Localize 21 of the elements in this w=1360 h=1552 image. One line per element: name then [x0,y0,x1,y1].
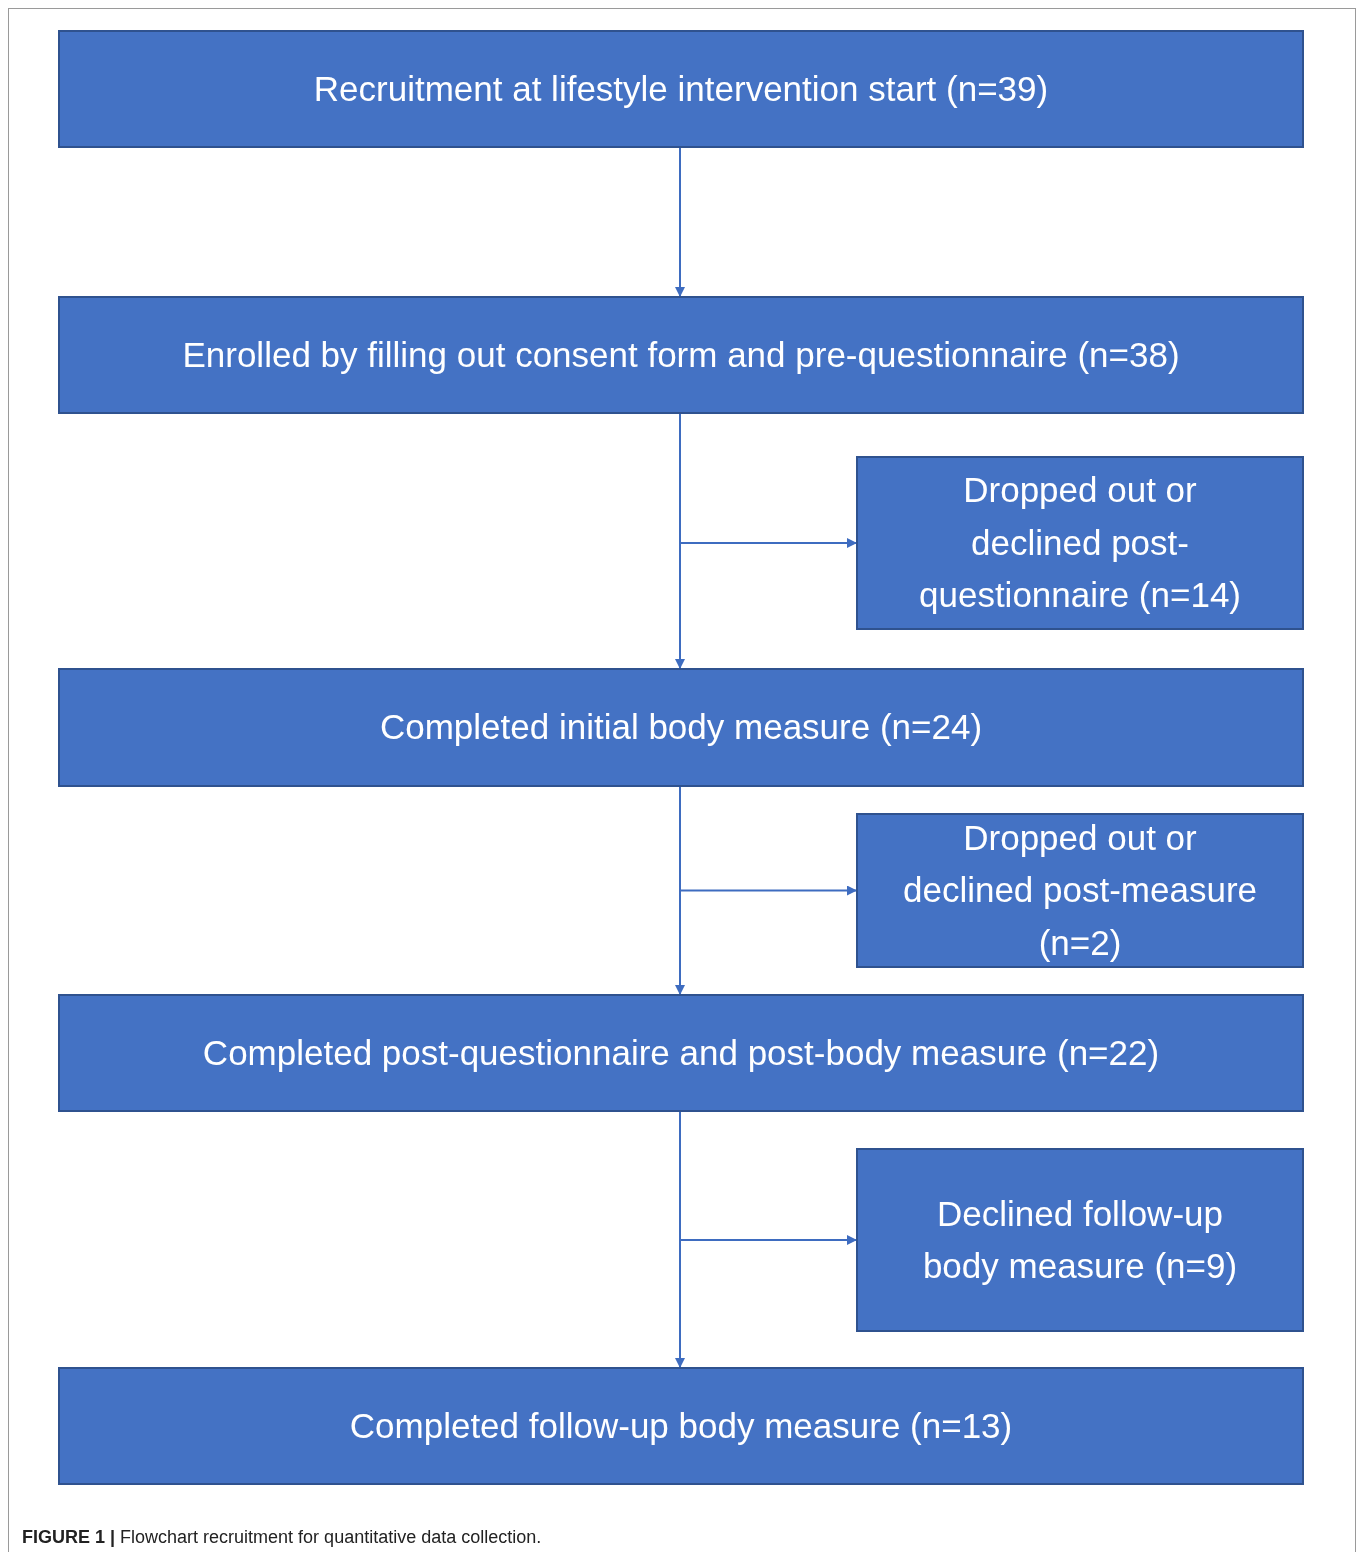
box-label: Completed initial body measure (n=24) [379,706,983,749]
process-box [856,1148,1304,1332]
process-box [58,668,1304,787]
figure-caption: FIGURE 1 | Flowchart recruitment for quantitative data collection. [22,1526,542,1549]
box-label: Enrolled by filling out consent form and pre-questionnaire (n=38) [182,333,1180,376]
process-box [58,30,1304,148]
process-box [856,456,1304,630]
process-box [856,813,1304,968]
box-label: Dropped out or declined post-measure (n=2) [901,816,1259,964]
arrow [679,413,857,548]
box-label: Completed follow-up body measure (n=13) [349,1404,1013,1447]
arrow [679,786,857,896]
box-label: Declined follow-up body measure (n=9) [921,1192,1239,1287]
process-box [58,1367,1304,1485]
box-label: Recruitment at lifestyle intervention start (n=39) [313,67,1049,110]
box-label: Completed post-questionnaire and post-body measure (n=22) [202,1031,1160,1074]
arrow [679,1111,857,1245]
box-label: Dropped out or declined post-questionnaire (n=14) [918,469,1242,617]
process-box [58,296,1304,414]
process-box [58,994,1304,1112]
arrow [675,147,685,297]
